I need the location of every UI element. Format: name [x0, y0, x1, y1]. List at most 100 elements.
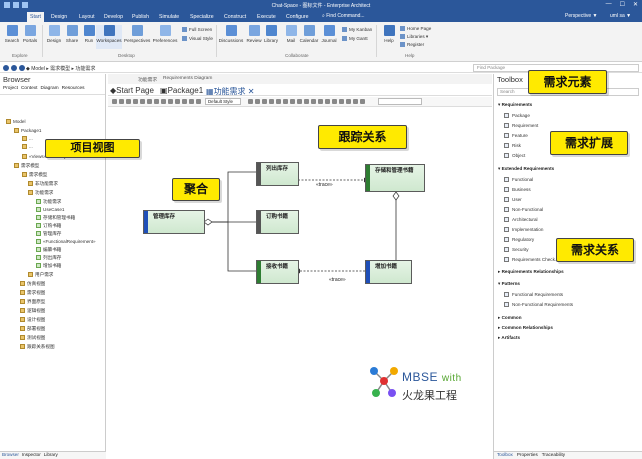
libraries-button[interactable]: Libraries ▾	[400, 34, 428, 40]
tree-item[interactable]: 界面原型	[20, 299, 45, 305]
minimize-icon[interactable]: —	[605, 1, 612, 7]
window-controls[interactable]: — ☐ ✕	[606, 1, 638, 8]
help-button[interactable]: Help	[379, 25, 399, 49]
preferences-button[interactable]: Preferences	[152, 25, 178, 49]
home-page-button[interactable]: Home Page	[400, 26, 431, 31]
tab-context[interactable]: Context	[20, 86, 38, 91]
tab-project[interactable]: Project	[3, 86, 18, 91]
toolbar-icon[interactable]	[182, 99, 187, 104]
node-add-books[interactable]: 增加书籍	[365, 260, 412, 284]
section-patterns[interactable]: ▾ Patterns	[498, 281, 520, 286]
home-icon[interactable]	[19, 65, 25, 71]
find-command[interactable]: ⌕ Find Command...	[322, 13, 365, 19]
toolbar-icon[interactable]	[318, 99, 323, 104]
toolbar-icon[interactable]	[332, 99, 337, 104]
forward-icon[interactable]	[11, 65, 17, 71]
review-button[interactable]: Review	[244, 25, 264, 49]
toolbox-item[interactable]: Regulatory	[504, 237, 534, 242]
toolbar-icon[interactable]	[147, 99, 152, 104]
toolbox-item[interactable]: Architectural	[504, 217, 538, 222]
calendar-button[interactable]: Calendar	[298, 25, 320, 49]
tree-item[interactable]: 测试视图	[20, 335, 45, 341]
toolbar-icon[interactable]	[112, 99, 117, 104]
toolbar-icon[interactable]	[325, 99, 330, 104]
tab-start[interactable]: Start	[27, 12, 44, 22]
tab-design[interactable]: Design	[51, 14, 68, 20]
tab-execute[interactable]: Execute	[257, 14, 276, 20]
diagram-canvas[interactable]: «trace» «trace» 管理库存 列出库存 存储和管理书籍 订购书籍 接…	[108, 108, 492, 459]
tree-item[interactable]: 需求模型	[14, 163, 39, 169]
toolbox-item[interactable]: Requirement	[504, 123, 538, 128]
close-icon[interactable]: ✕	[632, 2, 638, 8]
tree-item[interactable]: ...	[22, 136, 33, 141]
toolbar-icon[interactable]	[311, 99, 316, 104]
tab-library[interactable]: Library	[43, 452, 58, 457]
tree-item[interactable]: UseCase1	[36, 207, 64, 212]
toolbox-item[interactable]: Non-Functional	[504, 207, 543, 212]
toolbox-item[interactable]: Feature	[504, 133, 528, 138]
run-button[interactable]: Run	[79, 25, 99, 49]
workspaces-button[interactable]: Workspaces	[96, 25, 122, 49]
toolbox-item[interactable]: Implementation	[504, 227, 543, 232]
toolbar-icon[interactable]	[290, 99, 295, 104]
toolbox-item[interactable]: Non-Functional Requirements	[504, 302, 573, 307]
tree-item[interactable]: 非功能需求	[28, 181, 58, 187]
node-store-manage-books[interactable]: 存储和管理书籍	[365, 164, 425, 192]
toolbar-icon[interactable]	[175, 99, 180, 104]
doc-tab-1[interactable]: 功能需求	[138, 78, 158, 83]
toolbar-icon[interactable]	[133, 99, 138, 104]
toolbar-icon[interactable]	[269, 99, 274, 104]
tree-item[interactable]: 增加书籍	[36, 263, 61, 269]
toolbar-icon[interactable]	[276, 99, 281, 104]
tab-simulate[interactable]: Simulate	[159, 14, 180, 20]
tree-item[interactable]: 存储和管理书籍	[36, 215, 75, 221]
full-screen-button[interactable]: Full Screen	[182, 27, 212, 32]
toolbox-item[interactable]: Package	[504, 113, 530, 118]
doc-tab-2[interactable]: Requirements Diagram	[163, 76, 213, 81]
portals-button[interactable]: Portals	[20, 25, 40, 49]
toolbar-icon[interactable]	[154, 99, 159, 104]
tab-traceability[interactable]: Traceability	[541, 452, 566, 457]
my-gantt-button[interactable]: My Gantt	[342, 36, 368, 41]
mail-button[interactable]: Mail	[281, 25, 301, 49]
toolbox-item[interactable]: Functional	[504, 177, 533, 182]
share-button[interactable]: Share	[62, 25, 82, 49]
tab-diagram[interactable]: Diagram	[40, 86, 59, 91]
tree-item[interactable]: 部署视图	[20, 326, 45, 332]
nav-buttons[interactable]	[3, 65, 25, 71]
toolbar-icon[interactable]	[161, 99, 166, 104]
tab-package1[interactable]: ▣Package1	[160, 86, 204, 95]
toolbar-icon[interactable]	[168, 99, 173, 104]
tab-properties[interactable]: Properties	[516, 452, 538, 457]
toolbar-icon[interactable]	[262, 99, 267, 104]
back-icon[interactable]	[3, 65, 9, 71]
toolbar-icon[interactable]	[304, 99, 309, 104]
maximize-icon[interactable]: ☐	[619, 2, 625, 8]
toolbar-icon[interactable]	[339, 99, 344, 104]
design-button[interactable]: Design	[44, 25, 64, 49]
toolbar-icon[interactable]	[189, 99, 194, 104]
toolbox-item[interactable]: Requirements Check...	[504, 257, 559, 262]
tab-develop[interactable]: Develop	[104, 14, 124, 20]
toolbar-icon[interactable]	[360, 99, 365, 104]
quick-access-icons[interactable]	[4, 2, 28, 8]
tab-resources[interactable]: Resources	[61, 86, 85, 91]
section-artifacts[interactable]: ▸ Artifacts	[498, 335, 521, 340]
my-kanban-button[interactable]: My Kanban	[342, 27, 372, 32]
tree-item[interactable]: 订购书籍	[36, 223, 61, 229]
node-receive-books[interactable]: 接收书籍	[256, 260, 299, 284]
tree-item[interactable]: 功能需求	[36, 199, 61, 205]
toolbox-item[interactable]: Business	[504, 187, 531, 192]
tree-item[interactable]: «FunctionalRequirement»	[36, 239, 96, 244]
aggregation-line[interactable]	[208, 221, 256, 272]
discussions-button[interactable]: Discussions	[218, 25, 244, 49]
tab-browser[interactable]: Browser	[2, 452, 19, 457]
tree-item[interactable]: 管理库存	[36, 231, 61, 237]
toolbox-item[interactable]: Security	[504, 247, 529, 252]
section-requirements[interactable]: ▾ Requirements	[498, 102, 533, 107]
visual-style-button[interactable]: Visual Style	[182, 36, 213, 41]
breadcrumb[interactable]: ◆ Model ▸ 需求模型 ▸ 功能需求	[26, 66, 96, 72]
toolbar-icon[interactable]	[126, 99, 131, 104]
tree-item[interactable]: 仿真视图	[20, 281, 45, 287]
tree-item[interactable]: ...	[22, 144, 33, 149]
